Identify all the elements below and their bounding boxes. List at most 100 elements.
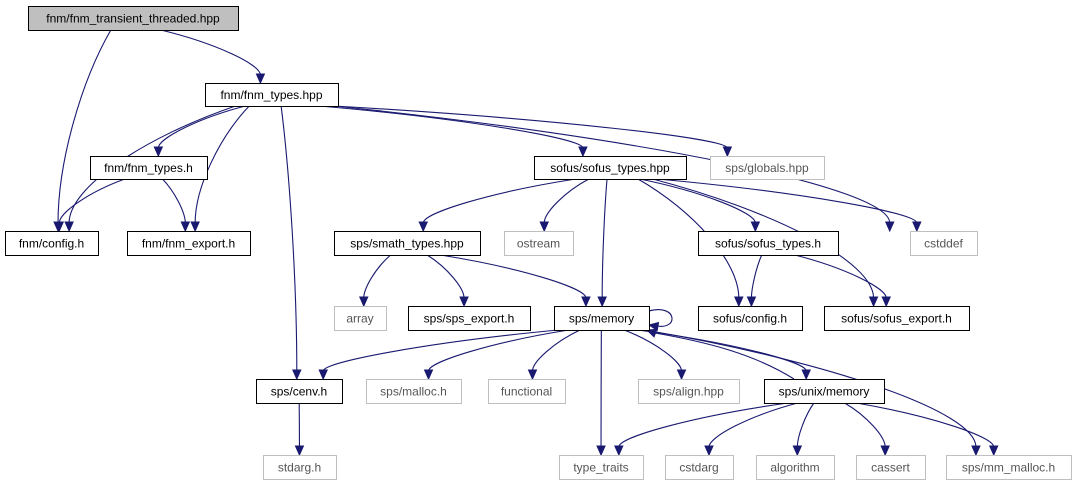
edge-arrowhead xyxy=(722,146,733,158)
edge-sofus-types-hpp-to-cstddef xyxy=(657,178,922,233)
node-box xyxy=(946,455,1072,480)
node-label: fnm/config.h xyxy=(19,237,84,251)
node-fnm-types-hpp[interactable]: fnm/fnm_types.hpp xyxy=(205,83,339,107)
edge-line xyxy=(654,332,795,380)
edge-fnm-types-hpp-to-globals xyxy=(333,105,733,158)
node-cenv[interactable]: sps/cenv.h xyxy=(256,379,343,404)
node-sps-export[interactable]: sps/sps_export.h xyxy=(408,306,531,331)
node-box xyxy=(334,231,481,256)
edge-line xyxy=(160,29,261,76)
edge-arrowhead xyxy=(880,445,890,457)
node-box xyxy=(554,306,650,331)
node-box xyxy=(504,231,574,256)
node-cassert: cassert xyxy=(856,455,926,480)
edge-sps-memory-to-functional xyxy=(527,329,581,381)
node-label: ostream xyxy=(517,237,560,251)
node-label: algorithm xyxy=(770,461,819,475)
node-fnm-export[interactable]: fnm/fnm_export.h xyxy=(127,231,251,256)
edge-sps-memory-to-type-traits xyxy=(596,329,606,457)
node-sofus-types-hpp[interactable]: sofus/sofus_types.hpp xyxy=(534,156,687,180)
edge-arrowhead xyxy=(294,445,305,457)
node-box xyxy=(665,455,734,480)
edge-line xyxy=(322,329,559,372)
edge-arrowhead xyxy=(746,296,757,308)
node-label: fnm/fnm_types.hpp xyxy=(220,88,322,102)
node-fnm-config[interactable]: fnm/config.h xyxy=(5,231,99,256)
edge-line xyxy=(319,105,584,149)
node-sofus-export[interactable]: sofus/sofus_export.h xyxy=(824,306,970,331)
node-box xyxy=(488,379,566,404)
node-stdarg: stdarg.h xyxy=(263,455,337,480)
edge-unix-memory-to-cstdarg xyxy=(704,402,798,457)
node-functional: functional xyxy=(488,379,566,404)
node-label: fnm/fnm_export.h xyxy=(142,237,235,251)
edge-arrowhead xyxy=(418,221,429,233)
edge-sofus-types-hpp-to-smath-types xyxy=(418,178,576,233)
edge-line xyxy=(333,105,728,149)
node-box xyxy=(910,231,978,256)
edge-arrowhead xyxy=(750,221,761,233)
edge-arrowhead xyxy=(581,296,591,308)
edge-sofus-types-hpp-to-sps-memory xyxy=(597,178,608,308)
edge-line xyxy=(427,329,569,372)
node-box xyxy=(559,455,644,480)
edge-fnm-types-hpp-to-fnm-export xyxy=(190,105,250,233)
node-smath-types[interactable]: sps/smath_types.hpp xyxy=(334,231,481,256)
node-box xyxy=(824,306,970,331)
edge-line xyxy=(57,29,112,224)
node-label: sps/globals.hpp xyxy=(725,161,809,175)
node-sofus-types-h[interactable]: sofus/sofus_types.h xyxy=(698,231,839,256)
edge-line xyxy=(708,402,798,448)
edge-arrowhead xyxy=(704,445,714,457)
edge-arrowhead xyxy=(988,445,999,457)
node-box xyxy=(698,231,839,256)
node-cstddef: cstddef xyxy=(910,231,978,256)
node-box xyxy=(710,156,825,180)
node-box xyxy=(263,455,337,480)
edge-arrowhead xyxy=(190,221,200,233)
edge-sps-memory-to-align xyxy=(624,329,687,381)
node-box xyxy=(408,306,531,331)
edge-line xyxy=(624,329,683,372)
edge-fnm-types-hpp-to-fnm-types-h xyxy=(153,105,246,158)
node-sps-memory[interactable]: sps/memory xyxy=(554,306,650,331)
edge-arrowhead xyxy=(792,445,803,457)
edge-arrowhead xyxy=(734,296,744,308)
edge-smath-types-to-sps-memory xyxy=(440,254,591,308)
edge-line xyxy=(618,402,788,448)
edge-sps-memory-to-malloc xyxy=(423,329,569,381)
node-label: stdarg.h xyxy=(278,461,321,475)
edge-line xyxy=(543,178,590,224)
edge-arrowhead xyxy=(423,369,434,381)
edge-line xyxy=(157,105,246,149)
edge-arrowhead xyxy=(54,221,65,233)
edge-unix-memory-to-sps-memory xyxy=(645,328,795,380)
node-box xyxy=(698,306,803,331)
node-sofus-config[interactable]: sofus/config.h xyxy=(698,306,803,331)
node-box xyxy=(638,379,740,404)
edge-arrowhead xyxy=(647,321,660,332)
node-unix-memory[interactable]: sps/unix/memory xyxy=(764,379,885,404)
edge-line xyxy=(856,402,995,448)
edge-arrowhead xyxy=(912,221,922,233)
edge-arrowhead xyxy=(868,296,879,308)
edge-arrowhead xyxy=(596,445,606,457)
node-box xyxy=(256,379,343,404)
node-box xyxy=(856,455,926,480)
edge-unix-memory-to-type-traits xyxy=(614,402,788,457)
node-label: sofus/sofus_export.h xyxy=(841,312,952,326)
edge-line xyxy=(601,178,608,299)
edge-arrowhead xyxy=(292,369,302,381)
node-fnm-types-h[interactable]: fnm/fnm_types.h xyxy=(90,156,208,180)
edge-root-to-fnm-types-hpp xyxy=(160,29,266,85)
node-root: fnm/fnm_transient_threaded.hpp xyxy=(28,6,239,31)
edge-arrowhead xyxy=(180,221,191,233)
edge-sofus-types-h-to-sofus-export xyxy=(794,254,891,308)
node-label: fnm/fnm_transient_threaded.hpp xyxy=(46,12,220,26)
node-label: sps/cenv.h xyxy=(271,385,327,399)
edge-arrowhead xyxy=(578,146,588,158)
node-label: sofus/sofus_types.hpp xyxy=(550,161,670,175)
node-label: functional xyxy=(501,385,552,399)
edge-line xyxy=(162,178,186,224)
edge-fnm-types-h-to-fnm-export xyxy=(162,178,191,233)
